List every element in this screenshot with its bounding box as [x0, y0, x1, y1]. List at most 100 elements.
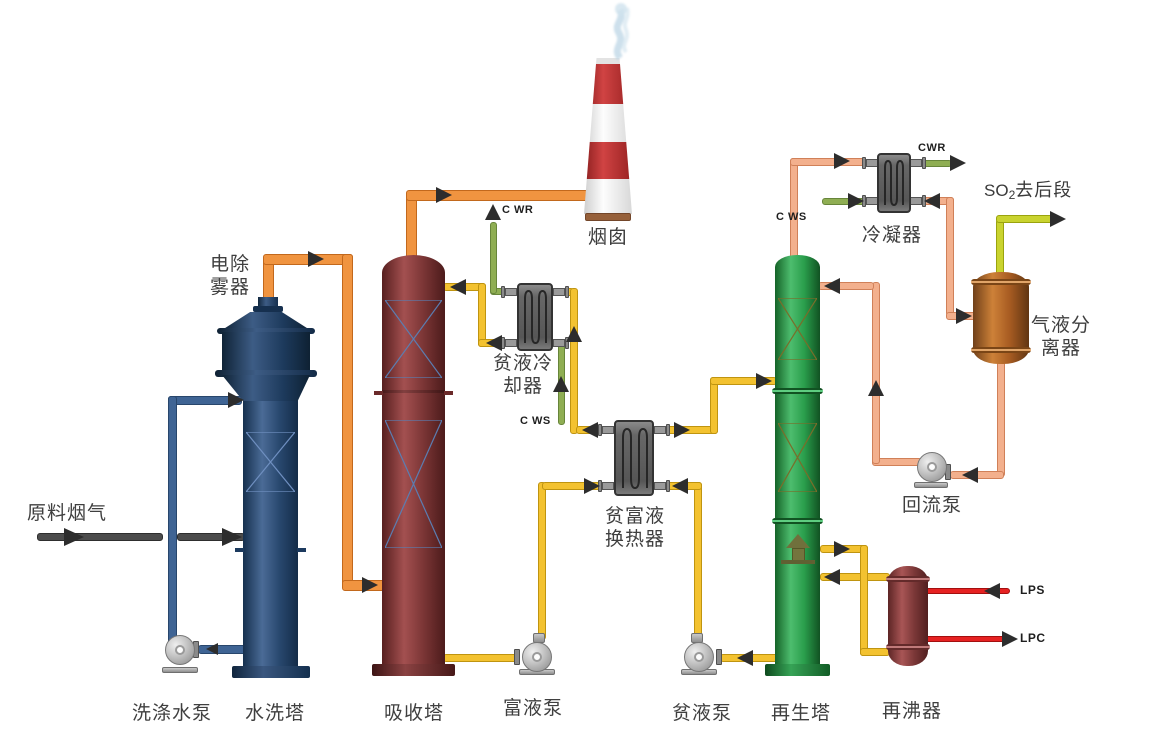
cooler-cws-label: C WS [520, 415, 551, 427]
demister-drum [222, 332, 310, 372]
flow-arrow [582, 422, 598, 438]
lean-to-absorber-pipe [478, 283, 486, 347]
condenser-exchanger [877, 153, 911, 213]
absorber-label: 吸收塔 [383, 703, 444, 724]
separator-bottoms-pipe [997, 355, 1005, 477]
rich-pump-hub [532, 652, 542, 662]
separator-label: 气液分离器 [1030, 315, 1091, 359]
cooler-nozzle [505, 288, 517, 296]
offgas-to-chimney-pipe [406, 190, 596, 201]
lean-cooler-exchanger [517, 283, 553, 351]
chimney-white-band [584, 104, 632, 142]
rich-pump-riser-pipe [538, 482, 546, 640]
regen-to-reboiler-pipe [860, 545, 868, 656]
absorber-stub [374, 391, 383, 395]
lean-rich-exchanger [614, 420, 654, 496]
regen-ring [772, 388, 823, 394]
flow-arrow [834, 541, 850, 557]
regen-packing-x [778, 423, 817, 492]
lean-pump-riser-pipe [694, 482, 702, 640]
condenser-label: 冷凝器 [861, 225, 922, 246]
absorber-packing-x [385, 420, 442, 548]
reboiler-label: 再沸器 [881, 701, 942, 722]
regen-tower-base [765, 664, 830, 676]
flow-arrow [672, 478, 688, 494]
condenser-tubes [884, 159, 904, 207]
condenser-cwr-label: CWR [918, 142, 946, 154]
so2-label-prefix: SO [984, 181, 1009, 200]
flow-arrow [566, 326, 582, 342]
hx-nozzle [602, 426, 614, 434]
condenser-nozzle [910, 159, 922, 167]
condenser-cwr-pipe [922, 160, 952, 167]
flow-arrow [308, 251, 324, 267]
lean-rich-hx-label: 贫富液换热器 [604, 506, 665, 550]
flow-arrow [674, 422, 690, 438]
flow-arrow [362, 577, 378, 593]
flow-arrow [756, 373, 772, 389]
so2-label-sub: 2 [1008, 188, 1016, 202]
wash-tower-label: 水洗塔 [244, 703, 305, 724]
demister-neck-flange [253, 306, 283, 312]
chimney-white-band [584, 179, 632, 214]
condenser-nozzle [910, 197, 922, 205]
cooler-inlet-riser-pipe [570, 288, 578, 434]
absorber-bottoms-pipe [443, 654, 519, 662]
cooler-flange [565, 286, 569, 298]
wash-water-riser-pipe [168, 396, 177, 654]
cooler-flange [501, 286, 505, 298]
flow-arrow [956, 308, 972, 324]
cooler-tubes [524, 289, 547, 345]
cooler-cwr-label: C WR [502, 204, 534, 216]
flow-arrow [228, 392, 244, 408]
chimney-flange [585, 213, 631, 221]
reflux-pump-hub [927, 462, 937, 472]
so2-product-pipe [996, 219, 1004, 279]
lean-pump-flange [716, 649, 722, 665]
absorber-seam [382, 390, 445, 393]
lpc-condensate-pipe [922, 636, 1010, 642]
reflux-pump-label: 回流泵 [901, 495, 962, 516]
wash-tower-stub [297, 548, 306, 552]
condenser-cws-label: C WS [776, 211, 807, 223]
flow-arrow [553, 376, 569, 392]
hx-nozzle [654, 482, 666, 490]
so2-product-pipe [996, 215, 1054, 223]
flow-arrow [584, 478, 600, 494]
hx-nozzle [602, 482, 614, 490]
regen-chimney-tray [781, 560, 815, 564]
flow-arrow [962, 467, 978, 483]
regen-tower-label: 再生塔 [770, 703, 831, 724]
chimney-rim [584, 58, 632, 64]
regen-overhead-pipe [790, 158, 866, 166]
flow-arrow [222, 528, 242, 546]
rich-pump-body [522, 642, 552, 672]
reflux-pump-base [914, 482, 948, 488]
lean-pump-label: 贫液泵 [671, 703, 732, 724]
absorber-base [372, 664, 455, 676]
raw-flue-gas-pipe [37, 533, 163, 541]
lean-pump-hub [694, 652, 704, 662]
separator-ring [971, 347, 1031, 353]
wash-tower-base [232, 666, 310, 678]
hx-tubes [622, 427, 648, 490]
flow-arrow [436, 187, 452, 203]
hx-nozzle [654, 426, 666, 434]
demister-label: 电除雾器 [209, 254, 250, 298]
wash-pump-hub [175, 645, 185, 655]
lps-label: LPS [1020, 583, 1045, 597]
wash-tower-stub [235, 548, 244, 552]
flow-arrow [206, 643, 218, 655]
raw-flue-gas-label: 原料烟气 [27, 503, 108, 524]
wash-pump-base [162, 667, 198, 673]
flow-arrow [450, 279, 466, 295]
cooler-nozzle [553, 288, 565, 296]
chimney-label: 烟囱 [587, 227, 628, 248]
regen-tower-body [775, 255, 820, 670]
cooler-nozzle [505, 339, 517, 347]
regen-ring [772, 518, 823, 524]
flow-arrow [485, 204, 501, 220]
flow-arrow [834, 153, 850, 169]
hx-flange [598, 424, 602, 436]
